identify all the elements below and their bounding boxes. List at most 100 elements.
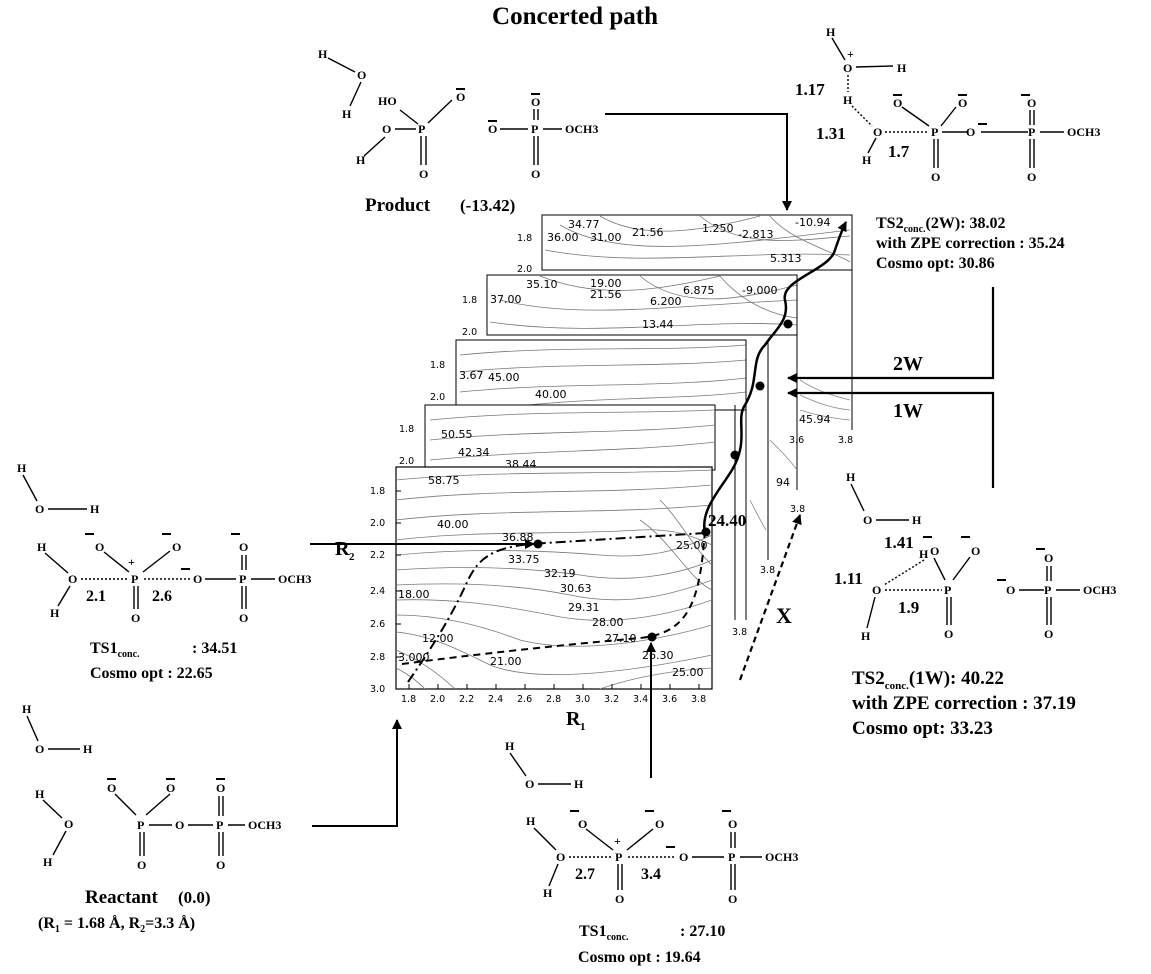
contour-label: 31.00 <box>590 231 622 244</box>
contour-label: 26.30 <box>642 649 674 662</box>
reactant-energy: (0.0) <box>178 888 211 907</box>
contour-label: 36.88 <box>502 531 534 544</box>
panel-layer-2: 50.55 42.34 38.44 1.8 2.0 <box>399 404 716 471</box>
bond-line <box>850 483 865 512</box>
atom-label: O <box>68 572 77 586</box>
ts1-left-structure: H O H H O H O O P + O O O P OCH3 O <box>17 461 311 625</box>
bond-line <box>626 828 654 851</box>
y-tick: 2.2 <box>370 550 385 561</box>
x-tick: 3.8 <box>838 435 853 446</box>
atom-label: O <box>1006 583 1015 597</box>
bond-line <box>901 106 930 127</box>
bond-line <box>57 585 71 607</box>
atom-label: O <box>419 167 428 181</box>
atom-label: H <box>318 47 328 61</box>
bond-line <box>44 552 69 574</box>
bond-line <box>114 793 137 816</box>
atom-label: H <box>17 461 27 475</box>
ts1-left-label: TS1conc. <box>90 640 140 660</box>
stationary-point <box>783 319 793 329</box>
bond-line <box>831 37 846 61</box>
contour-label: 33.75 <box>508 553 540 566</box>
atom-label: O <box>172 540 181 554</box>
bond-line <box>349 81 362 107</box>
contour-label: 6.875 <box>683 284 715 297</box>
stationary-point <box>647 632 657 642</box>
atom-label: H <box>37 540 47 554</box>
atom-label: P <box>418 122 425 136</box>
atom-label: P <box>1028 125 1035 139</box>
reactant-params: (R1 = 1.68 Å, R2=3.3 Å) <box>38 914 195 935</box>
r2-axis-label: R <box>335 538 350 560</box>
atom-label: O <box>966 125 975 139</box>
bond-line <box>142 550 171 573</box>
atom-label: H <box>897 61 907 75</box>
atom-label: H <box>843 93 853 107</box>
atom-label: P <box>131 572 138 586</box>
atom-label: O <box>873 125 882 139</box>
bond-line <box>427 99 453 124</box>
contour-label: 1.250 <box>702 222 734 235</box>
atom-label: O <box>1027 170 1036 184</box>
ts2-2w-label: TS2conc.(2W): 38.02 <box>876 215 1006 235</box>
atom-label: O <box>1044 627 1053 641</box>
atom-label: O <box>64 817 73 831</box>
bond-line <box>585 828 614 851</box>
reactant-structure: H O H H O H O O P O O O P OCH3 O <box>22 702 281 872</box>
atom-label: O <box>35 502 44 516</box>
reaction-paths <box>401 221 848 683</box>
y-tick: 2.0 <box>430 392 445 403</box>
atom-label: + <box>847 47 854 61</box>
atom-label: O <box>615 892 624 906</box>
atom-label: H <box>574 777 584 791</box>
r1-axis-label: R <box>566 708 581 730</box>
bond-line <box>548 863 559 887</box>
atom-label: O <box>958 96 967 110</box>
atom-label: H <box>356 153 366 167</box>
y-tick: 1.8 <box>517 233 532 244</box>
x-tick: 3.6 <box>662 694 677 705</box>
atom-label: O <box>531 95 540 109</box>
atom-label: O <box>728 817 737 831</box>
atom-label: O <box>382 122 391 136</box>
product-arrow <box>605 113 792 211</box>
bond-line <box>42 799 63 819</box>
atom-label: P <box>531 122 538 136</box>
atom-label: OCH3 <box>278 572 311 586</box>
bond-line <box>26 715 39 742</box>
y-tick: 1.8 <box>399 424 414 435</box>
ts2-1w-structure: H O H H O O O P H O O O P OCH3 O <box>846 470 1116 643</box>
contour-label: 45.00 <box>488 371 520 384</box>
x-tick: 3.6 <box>789 435 804 446</box>
contour-label: 3.67 <box>459 369 484 382</box>
atom-label: P <box>944 583 951 597</box>
contour-label: 19.00 <box>590 277 622 290</box>
stationary-point <box>533 539 543 549</box>
x-label: X <box>776 603 792 628</box>
atom-label: H <box>342 107 352 121</box>
atom-label: P <box>615 850 622 864</box>
ts2-1w-dist-3: 1.9 <box>898 598 919 617</box>
atom-label: H <box>35 787 45 801</box>
atom-label: H <box>90 502 100 516</box>
stationary-point <box>755 381 765 391</box>
bond-line <box>533 827 557 851</box>
bond-line <box>855 65 894 68</box>
right-strip-contours <box>749 379 851 531</box>
atom-label: O <box>95 540 104 554</box>
contour-label: 45.94 <box>799 413 831 426</box>
contour-label: 18.00 <box>398 588 430 601</box>
contour-label: -10.94 <box>795 216 830 229</box>
ts2-2w-zpe: with ZPE correction : 35.24 <box>876 235 1065 252</box>
r2-axis-sub: 2 <box>349 551 355 563</box>
x-direction-arrow <box>738 514 802 681</box>
contour-label: 13.44 <box>642 318 674 331</box>
reactant-label: Reactant <box>85 887 158 908</box>
ts2-1w-zpe: with ZPE correction : 37.19 <box>852 693 1076 714</box>
reactant-arrow <box>312 719 402 827</box>
atom-label: OCH3 <box>1067 125 1100 139</box>
atom-label: O <box>944 627 953 641</box>
x-tick: 2.8 <box>546 694 561 705</box>
atom-label: O <box>131 611 140 625</box>
stationary-point <box>730 450 740 460</box>
